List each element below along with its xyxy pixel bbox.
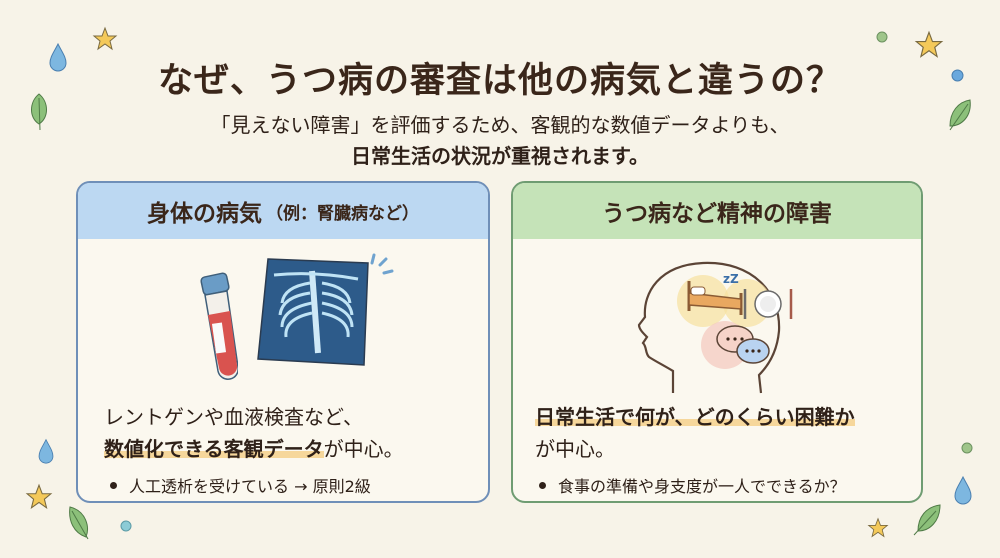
card-header-example: （例：腎臓病など）	[266, 203, 419, 224]
mental-disorder-card: うつ病など精神の障害 zZ 日常生活で何が、どのくらい困難か が中心。 食事の準…	[511, 181, 923, 503]
description-tail: が中心。	[535, 437, 615, 461]
water-drop-icon	[38, 438, 54, 464]
dot-icon	[876, 31, 888, 43]
water-drop-icon	[49, 42, 67, 72]
bullet-text: 人工透析を受けている → 原則2級	[129, 477, 371, 496]
blood-test-tube-icon	[200, 272, 238, 380]
dot-icon	[961, 442, 973, 454]
bullet-dot	[110, 482, 117, 489]
page-title: なぜ、うつ病の審査は他の病気と違うの？	[157, 61, 842, 101]
bed-sleep-icon: zZ	[687, 272, 743, 315]
dot-icon	[120, 520, 132, 532]
physical-illness-card: 身体の病気 （例：腎臓病など） レントゲンや血液検査など、	[76, 181, 490, 503]
page-subtitle: 「見えない障害」を評価するため、客観的な数値データよりも、 日常生活の状況が重視…	[0, 110, 1000, 172]
example-bullet: 食事の準備や身支度が一人でできるか？	[539, 473, 846, 497]
leaf-icon	[31, 93, 47, 131]
subtitle-line-1: 「見えない障害」を評価するため、客観的な数値データよりも、	[210, 113, 790, 137]
chest-xray-icon	[257, 258, 369, 366]
star-icon	[92, 26, 118, 51]
card-header: うつ病など精神の障害	[513, 183, 921, 239]
bullet-dot	[539, 482, 546, 489]
plate-cutlery-icon	[743, 289, 793, 319]
star-icon	[867, 517, 889, 538]
highlighted-keyword: 数値化できる客観データ	[104, 437, 324, 461]
card-description: レントゲンや血液検査など、 数値化できる客観データが中心。	[104, 401, 404, 465]
subtitle-line-2: 日常生活の状況が重視されます。	[351, 144, 649, 168]
leaf-icon	[949, 99, 971, 131]
example-bullet: 人工透析を受けている → 原則2級	[110, 473, 371, 497]
highlighted-keyword: 日常生活で何が、どのくらい困難か	[535, 405, 855, 429]
description-line-1: レントゲンや血液検査など、	[104, 405, 363, 429]
shine-marks-icon	[370, 253, 394, 275]
star-icon	[914, 30, 944, 58]
svg-text:zZ: zZ	[723, 272, 739, 286]
speech-bubbles-icon	[716, 325, 770, 364]
card-header: 身体の病気 （例：腎臓病など）	[78, 183, 488, 239]
dot-icon	[951, 69, 964, 82]
leaf-icon	[913, 504, 941, 536]
card-description: 日常生活で何が、どのくらい困難か が中心。	[535, 401, 855, 465]
bullet-text: 食事の準備や身支度が一人でできるか？	[558, 477, 846, 496]
water-drop-icon	[954, 475, 972, 505]
card-header-title: うつ病など精神の障害	[602, 201, 832, 227]
star-icon	[25, 483, 53, 510]
leaf-icon	[69, 506, 89, 540]
card-header-title: 身体の病気	[147, 201, 262, 227]
description-tail: が中心。	[323, 437, 404, 461]
